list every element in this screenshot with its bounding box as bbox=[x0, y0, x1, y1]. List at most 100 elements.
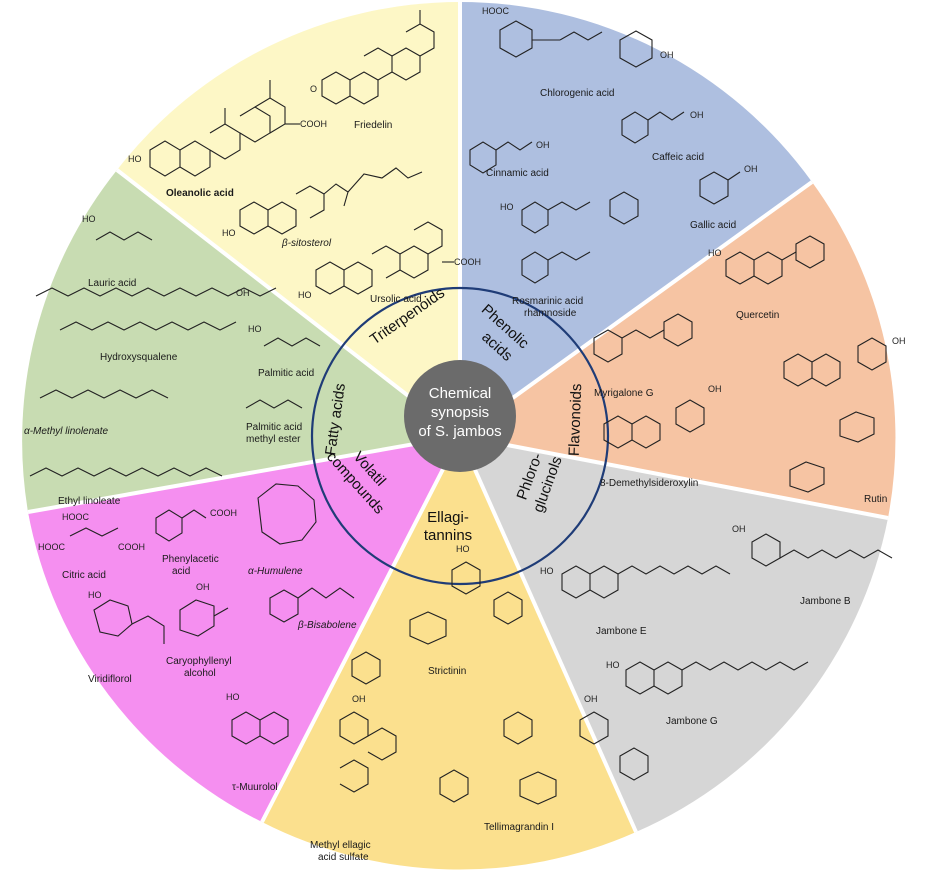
structure-friedelin bbox=[321, 10, 435, 105]
methyl-ellagic-oh: OH bbox=[352, 694, 366, 704]
compound-rosmarinic-line1: Rosmarinic acid bbox=[512, 296, 583, 307]
structure-lauric-acid bbox=[95, 231, 153, 241]
compound-caffeic-acid: Caffeic acid bbox=[652, 152, 704, 163]
structure-tau-muurolol bbox=[231, 711, 289, 745]
compound-tellimagrandin-i: Tellimagrandin I bbox=[484, 822, 554, 833]
rutin-oh: OH bbox=[892, 336, 906, 346]
citric-hooc-top: HOOC bbox=[62, 512, 90, 522]
compound-palmitic-methyl-line2: methyl ester bbox=[246, 434, 301, 445]
compound-palmitic-methyl-line1: Palmitic acid bbox=[246, 422, 302, 433]
inner-ring bbox=[310, 286, 610, 586]
compound-ursolic-acid: Ursolic acid bbox=[370, 294, 422, 305]
structure-palmitic-acid bbox=[263, 337, 321, 347]
viridiflorol-ho: HO bbox=[88, 590, 102, 600]
friedelin-o: O bbox=[310, 84, 317, 94]
sector-volatile-compounds bbox=[28, 436, 460, 822]
compound-cinnamic-acid: Cinnamic acid bbox=[486, 168, 549, 179]
structure-methyl-linolenate bbox=[39, 389, 169, 399]
compound-citric-acid: Citric acid bbox=[62, 570, 106, 581]
structure-quercetin bbox=[725, 235, 825, 285]
compound-gallic-acid: Gallic acid bbox=[690, 220, 736, 231]
compound-methyl-ellagic-line2: acid sulfate bbox=[318, 852, 369, 863]
hydroxysqualene-oh: OH bbox=[236, 288, 250, 298]
compound-alpha-methyl-linolenate: α-Methyl linolenate bbox=[24, 426, 109, 437]
structure-caffeic-acid bbox=[621, 111, 685, 144]
compound-quercetin: Quercetin bbox=[736, 310, 779, 321]
compound-tau-muurolol: τ-Muurolol bbox=[232, 782, 278, 793]
ursolic-cooh: COOH bbox=[454, 257, 481, 267]
structure-jambone-e bbox=[561, 565, 731, 599]
sector-fatty-acids bbox=[22, 170, 460, 512]
jambone-g-ho: HO bbox=[606, 660, 620, 670]
compound-caryophyllenyl-line2: alcohol bbox=[184, 668, 216, 679]
structure-hydroxysqualene bbox=[35, 287, 277, 331]
compound-methyl-ellagic-line1: Methyl ellagic bbox=[310, 840, 371, 851]
quercetin-ho: HO bbox=[708, 248, 722, 258]
muurolol-ho: HO bbox=[226, 692, 240, 702]
center-line-3: of S. jambos bbox=[418, 423, 501, 440]
structure-ethyl-linoleate bbox=[29, 467, 223, 477]
sitosterol-ho: HO bbox=[222, 228, 236, 238]
jambone-b-oh: OH bbox=[732, 524, 746, 534]
compound-jambone-b: Jambone B bbox=[800, 596, 851, 607]
ursolic-ho: HO bbox=[298, 290, 312, 300]
compound-ethyl-linoleate: Ethyl linoleate bbox=[58, 496, 121, 507]
structure-jambone-g bbox=[625, 661, 809, 695]
compound-rutin: Rutin bbox=[864, 494, 887, 505]
structure-oleanolic-acid bbox=[149, 80, 300, 177]
citric-hooc: HOOC bbox=[38, 542, 66, 552]
structure-rosmarinic-rhamnoside bbox=[521, 191, 639, 284]
phenylacetic-cooh: COOH bbox=[210, 508, 237, 518]
chlorogenic-hooc: HOOC bbox=[482, 6, 510, 16]
gallic-oh: OH bbox=[744, 164, 758, 174]
compound-demethylsideroxylin: 8-Demethylsideroxylin bbox=[600, 478, 698, 489]
compound-alpha-humulene: α-Humulene bbox=[248, 566, 303, 577]
center-line-1: Chemical bbox=[429, 385, 492, 402]
compound-caryophyllenyl-line1: Caryophyllenyl bbox=[166, 656, 232, 667]
caffeic-oh: OH bbox=[690, 110, 704, 120]
structure-chlorogenic-acid bbox=[499, 20, 653, 68]
lauric-ho: HO bbox=[82, 214, 96, 224]
label-flavonoids: Flavonoids bbox=[566, 383, 586, 456]
structure-viridiflorol bbox=[93, 599, 165, 644]
sector-triterpenoids bbox=[117, 2, 460, 436]
compound-strictinin: Strictinin bbox=[428, 666, 466, 677]
cinnamic-oh: OH bbox=[536, 140, 550, 150]
compound-lauric-acid: Lauric acid bbox=[88, 278, 136, 289]
structure-strictinin bbox=[351, 561, 523, 685]
compound-oleanolic-acid: Oleanolic acid bbox=[166, 188, 234, 199]
compound-beta-sitosterol: β-sitosterol bbox=[281, 238, 332, 249]
structure-caryophyllenyl-alcohol bbox=[179, 599, 229, 637]
palmitic-ho: HO bbox=[248, 324, 262, 334]
structure-citric-acid bbox=[69, 527, 119, 537]
structure-cinnamic-acid bbox=[469, 141, 533, 174]
sector-phenolic-acids bbox=[460, 1, 812, 436]
compound-palmitic-acid: Palmitic acid bbox=[258, 368, 314, 379]
compound-chlorogenic-acid: Chlorogenic acid bbox=[540, 88, 615, 99]
structure-myrigalone-g bbox=[593, 313, 693, 363]
structure-phenylacetic-acid bbox=[155, 509, 207, 542]
structure-tellimagrandin-i bbox=[439, 711, 649, 805]
jambone-e-ho: HO bbox=[540, 566, 554, 576]
compound-rosmarinic-line2: rhamnoside bbox=[524, 308, 577, 319]
structure-jambone-b bbox=[751, 533, 893, 567]
label-ellagi-line1: Ellagi- bbox=[427, 509, 469, 526]
compound-phenylacetic-line2: acid bbox=[172, 566, 190, 577]
compound-myrigalone-g: Myrigalone G bbox=[594, 388, 654, 399]
compound-viridiflorol: Viridiflorol bbox=[88, 674, 132, 685]
compound-beta-bisabolene: β-Bisabolene bbox=[297, 620, 357, 631]
center-disk bbox=[404, 360, 516, 472]
structure-demethylsideroxylin bbox=[603, 399, 705, 449]
structure-gallic-acid bbox=[699, 171, 741, 205]
compound-jambone-e: Jambone E bbox=[596, 626, 647, 637]
demethyl-oh: OH bbox=[708, 384, 722, 394]
sector-phloroglucinols bbox=[460, 436, 888, 832]
oleanolic-cooh: COOH bbox=[300, 119, 327, 129]
chlorogenic-oh: OH bbox=[660, 50, 674, 60]
structure-palmitic-methyl-ester bbox=[245, 399, 303, 409]
structure-beta-bisabolene bbox=[269, 587, 355, 623]
citric-cooh: COOH bbox=[118, 542, 145, 552]
tellimagrandin-oh: OH bbox=[584, 694, 598, 704]
structure-alpha-humulene bbox=[257, 483, 317, 545]
structure-rutin bbox=[783, 337, 887, 493]
